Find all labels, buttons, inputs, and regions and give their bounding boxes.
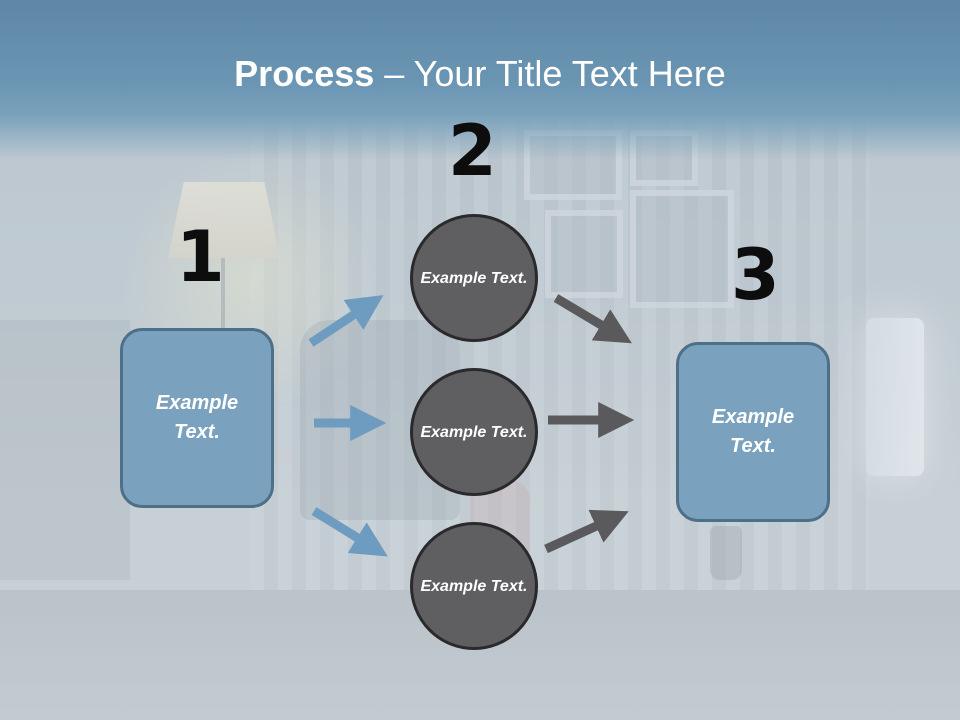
step-1-box: Example Text. [120,328,274,508]
title-band [0,0,960,160]
step-number-2: 2 [448,110,497,192]
title-rest-part: – Your Title Text Here [374,53,726,94]
step-number-3: 3 [731,234,780,316]
step-2-circle-middle: Example Text. [410,368,538,496]
step-3-text: Example Text. [711,406,795,457]
title-bold-part: Process [234,53,375,94]
step-number-1: 1 [176,216,225,298]
step-2-circle-middle-text: Example Text. [420,423,528,441]
slide-title: Process – Your Title Text Here [0,52,960,96]
step-2-circle-bottom-text: Example Text. [420,577,528,595]
step-1-text: Example Text. [155,392,239,443]
step-2-circle-bottom: Example Text. [410,522,538,650]
step-3-box: Example Text. [676,342,830,522]
step-2-circle-top: Example Text. [410,214,538,342]
step-2-circle-top-text: Example Text. [420,269,528,287]
